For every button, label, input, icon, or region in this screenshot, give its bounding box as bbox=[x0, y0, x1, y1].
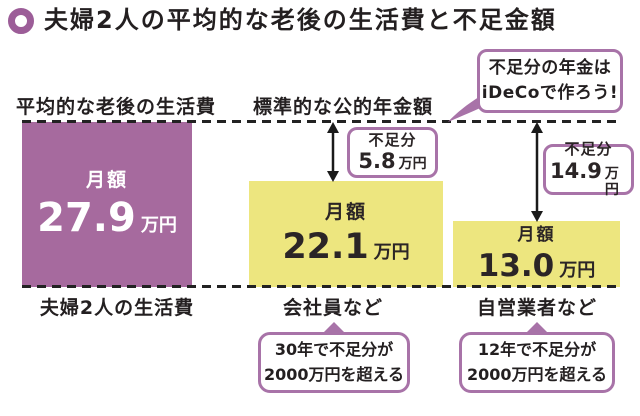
callout-line2: 2000万円を超える bbox=[263, 364, 405, 384]
shortfall-unit: 万円 bbox=[604, 165, 619, 198]
shortfall-label: 不足分 bbox=[368, 130, 417, 149]
bar-amount-label: 月額 bbox=[517, 224, 556, 245]
title-row: 夫婦2人の平均的な老後の生活費と不足金額 bbox=[0, 0, 640, 44]
shortfall-unit: 万円 bbox=[398, 156, 427, 173]
bar-unit: 万円 bbox=[373, 242, 410, 264]
bar-unit: 万円 bbox=[559, 260, 596, 282]
bar-amount-label: 月額 bbox=[324, 201, 367, 224]
bar-value: 27.9 bbox=[37, 194, 136, 241]
bar-value-row: 27.9 万円 bbox=[37, 196, 177, 240]
bar-amount-label: 月額 bbox=[85, 169, 128, 192]
dashed-line-living-cost-level bbox=[22, 120, 622, 123]
shortfall-box-self-employed: 不足分 14.9 万円 bbox=[543, 140, 634, 198]
dashed-line-baseline bbox=[22, 285, 620, 288]
callout-line2: 2000万円を超える bbox=[466, 364, 608, 384]
bar-unit: 万円 bbox=[140, 214, 177, 236]
label-average-living-cost: 平均的な老後の生活費 bbox=[16, 96, 217, 118]
shortfall-value: 5.8 bbox=[358, 149, 396, 174]
bar-couple-living-cost: 月額 27.9 万円 bbox=[22, 122, 192, 287]
shortfall-box-employee: 不足分 5.8 万円 bbox=[347, 127, 438, 178]
bar-value: 13.0 bbox=[477, 248, 555, 285]
callout-employee-shortfall-total: 30年で不足分が 2000万円を超える bbox=[258, 322, 410, 393]
shortfall-value-row: 5.8 万円 bbox=[358, 149, 426, 173]
bar-value-row: 13.0 万円 bbox=[478, 249, 596, 283]
shortfall-value-row: 14.9 万円 bbox=[550, 159, 627, 198]
ideco-speech-bubble: 不足分の年金は iDeCoで作ろう! bbox=[477, 49, 623, 113]
speech-bubble-line1: 不足分の年金は bbox=[488, 58, 612, 79]
bullet-ring-icon bbox=[8, 8, 34, 34]
callout-tail-up-icon bbox=[524, 322, 550, 335]
callout-self-employed-shortfall-total: 12年で不足分が 2000万円を超える bbox=[459, 322, 615, 393]
bar-company-employee-pension: 月額 22.1 万円 bbox=[249, 181, 443, 287]
category-label-self-employed: 自営業者など bbox=[476, 297, 597, 319]
bar-self-employed-pension: 月額 13.0 万円 bbox=[453, 221, 620, 287]
callout-line1: 12年で不足分が bbox=[477, 339, 597, 359]
bar-value: 22.1 bbox=[282, 227, 369, 268]
speech-bubble-line2: iDeCoで作ろう! bbox=[481, 83, 619, 103]
page-title: 夫婦2人の平均的な老後の生活費と不足金額 bbox=[44, 6, 557, 34]
category-label-couple: 夫婦2人の生活費 bbox=[39, 297, 195, 319]
callout-line1: 30年で不足分が bbox=[274, 339, 394, 359]
shortfall-label: 不足分 bbox=[564, 140, 613, 159]
shortfall-arrow-employee bbox=[327, 122, 339, 182]
callout-tail-up-icon bbox=[321, 322, 347, 335]
shortfall-arrow-self-employed bbox=[531, 122, 543, 222]
label-standard-pension: 標準的な公的年金額 bbox=[253, 96, 434, 118]
category-label-employee: 会社員など bbox=[282, 297, 383, 319]
shortfall-value: 14.9 bbox=[550, 158, 602, 183]
bar-value-row: 22.1 万円 bbox=[282, 228, 409, 267]
